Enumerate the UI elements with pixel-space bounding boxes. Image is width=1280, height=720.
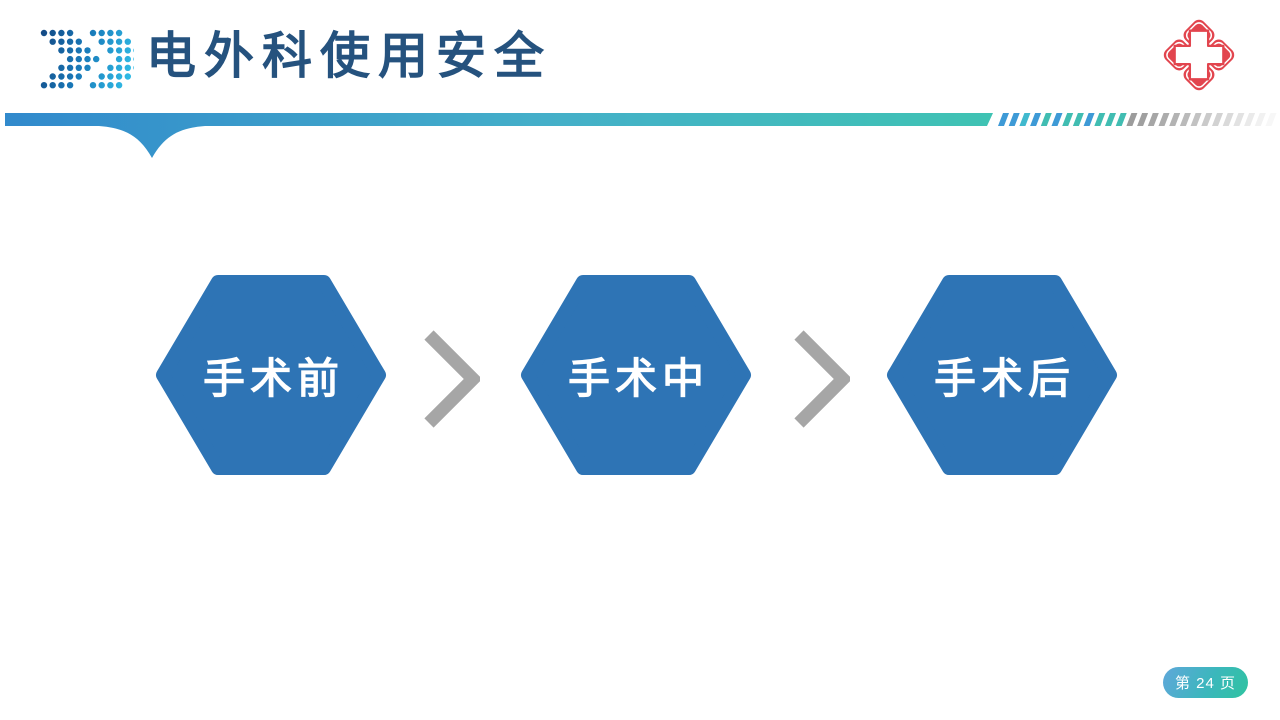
chevron-right-icon xyxy=(794,330,850,428)
hospital-cross-logo-icon xyxy=(1163,19,1235,91)
dotted-double-chevron-icon xyxy=(40,29,134,89)
divider-slashes xyxy=(998,113,1277,126)
hexagon-shape xyxy=(156,275,386,475)
page-number-badge: 第 24 页 xyxy=(1163,667,1248,698)
step-hexagon-during-surgery: 手术中 xyxy=(520,272,752,478)
divider-bar xyxy=(5,113,993,158)
step-hexagon-before-surgery: 手术前 xyxy=(155,272,387,478)
hexagon-shape xyxy=(521,275,751,475)
step-label: 手术后 xyxy=(933,353,1075,403)
step-label: 手术中 xyxy=(567,353,709,403)
step-hexagon-after-surgery: 手术后 xyxy=(886,272,1118,478)
step-label: 手术前 xyxy=(202,353,344,403)
chevron-right-icon xyxy=(424,330,480,428)
divider-line xyxy=(5,113,1277,158)
hexagon-shape xyxy=(887,275,1117,475)
slide-title: 电外科使用安全 xyxy=(146,26,552,85)
